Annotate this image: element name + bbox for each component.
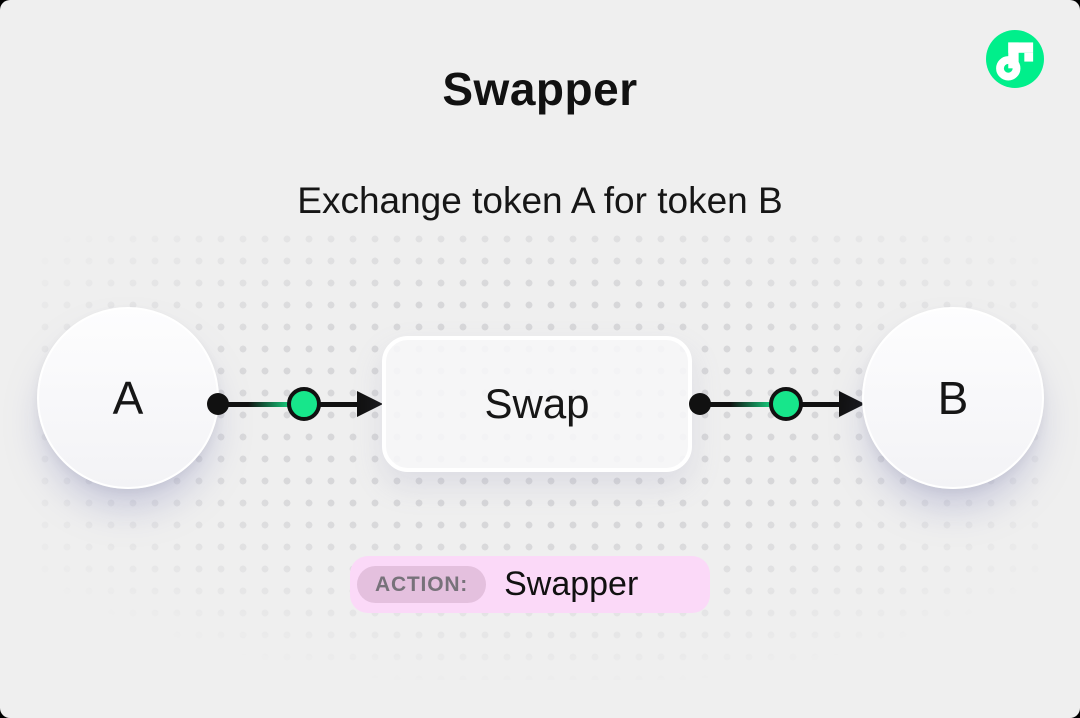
flow-logo-icon (986, 30, 1044, 88)
action-value: Swapper (504, 565, 639, 603)
token-a-label: A (112, 372, 144, 424)
swap-box-label: Swap (484, 380, 590, 427)
connector-swap-to-b (689, 387, 867, 421)
page-title: Swapper (442, 63, 638, 115)
connector-start-dot (689, 393, 711, 415)
swap-action-box: Swap (382, 336, 692, 472)
connector-line (304, 401, 362, 407)
page-subtitle: Exchange token A for token B (297, 180, 783, 221)
action-label-pill: ACTION: (357, 566, 487, 603)
green-port-icon (769, 387, 803, 421)
token-b-node: B (862, 307, 1044, 489)
green-port-icon (287, 387, 321, 421)
arrowhead-icon (839, 391, 865, 417)
connector-line (786, 401, 844, 407)
connector-line-gradient (700, 401, 786, 407)
connector-line-gradient (218, 401, 304, 407)
connector-a-to-swap (207, 387, 385, 421)
arrowhead-icon (357, 391, 383, 417)
action-badge: ACTION: Swapper (350, 556, 710, 613)
connector-start-dot (207, 393, 229, 415)
token-a-node: A (37, 307, 219, 489)
token-b-label: B (937, 372, 969, 424)
